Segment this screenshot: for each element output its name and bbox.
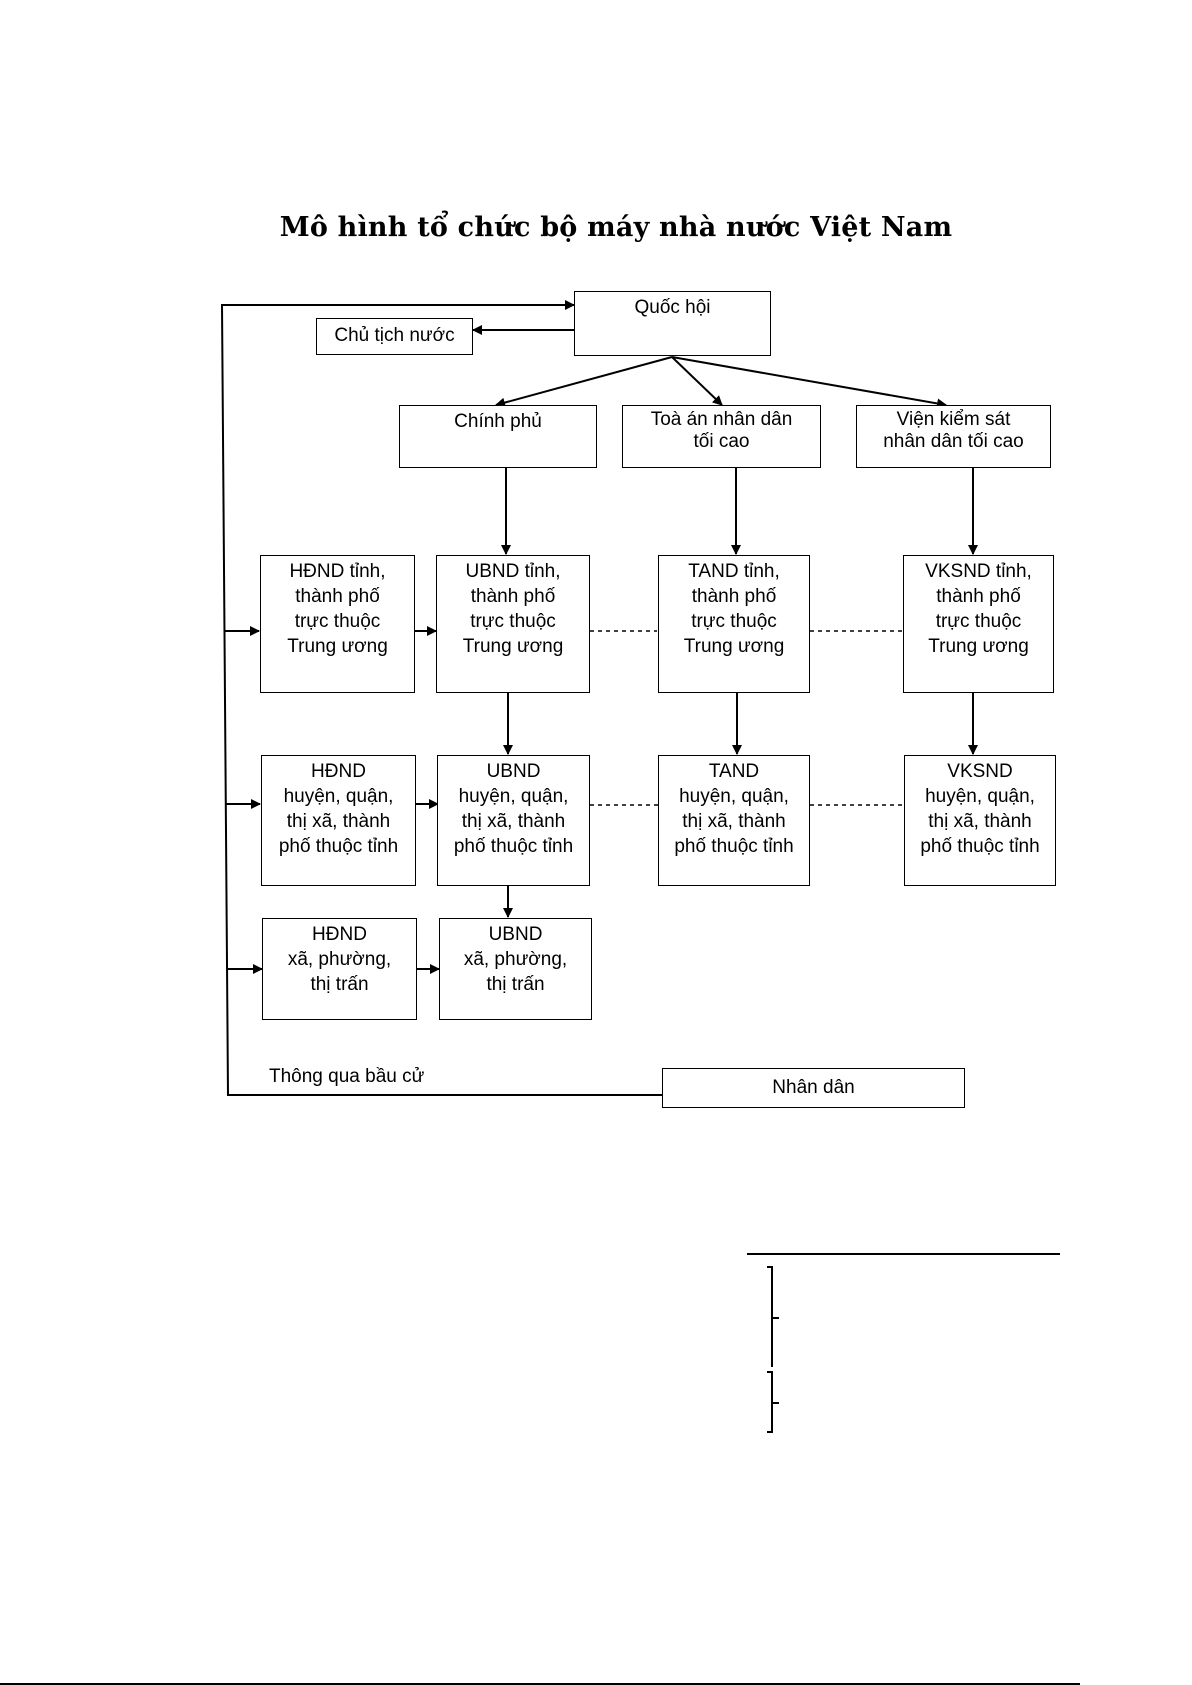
node-ubnd-xa: UBND xã, phường, thị trấn (439, 918, 592, 1020)
brace-2 (767, 1371, 773, 1433)
page-bottom-rule (0, 1683, 1080, 1685)
node-chinh-phu: Chính phủ (399, 405, 597, 468)
node-vksnd-huyen: VKSND huyện, quận, thị xã, thành phố thu… (904, 755, 1056, 886)
node-chu-tich-nuoc: Chủ tịch nước (316, 318, 473, 355)
node-ubnd-tinh: UBND tỉnh, thành phố trực thuộc Trung ươ… (436, 555, 590, 693)
edge-qh-ta (671, 356, 723, 406)
node-hdnd-tinh: HĐND tỉnh, thành phố trực thuộc Trung ươ… (260, 555, 415, 693)
diagram-title: Mô hình tổ chức bộ máy nhà nước Việt Nam (279, 212, 953, 243)
edge-label-bau-cu: Thông qua bầu cử (269, 1066, 425, 1087)
node-hdnd-xa: HĐND xã, phường, thị trấn (262, 918, 417, 1020)
node-tand-tinh: TAND tỉnh, thành phố trực thuộc Trung ươ… (658, 555, 810, 693)
edge-qh-vks (671, 356, 947, 409)
election-line (220, 300, 662, 1096)
node-nhan-dan: Nhân dân (662, 1068, 965, 1108)
node-quoc-hoi: Quốc hội (574, 291, 771, 356)
node-vien-ks-tc: Viện kiểm sát nhân dân tối cao (856, 405, 1051, 468)
node-hdnd-huyen: HĐND huyện, quận, thị xã, thành phố thuộ… (261, 755, 416, 886)
edge-qh-cp (495, 356, 673, 408)
node-vksnd-tinh: VKSND tỉnh, thành phố trực thuộc Trung ư… (903, 555, 1054, 693)
brace-1 (767, 1266, 773, 1367)
node-ubnd-huyen: UBND huyện, quận, thị xã, thành phố thuộ… (437, 755, 590, 886)
node-toa-an-tc: Toà án nhân dân tối cao (622, 405, 821, 468)
node-tand-huyen: TAND huyện, quận, thị xã, thành phố thuộ… (658, 755, 810, 886)
